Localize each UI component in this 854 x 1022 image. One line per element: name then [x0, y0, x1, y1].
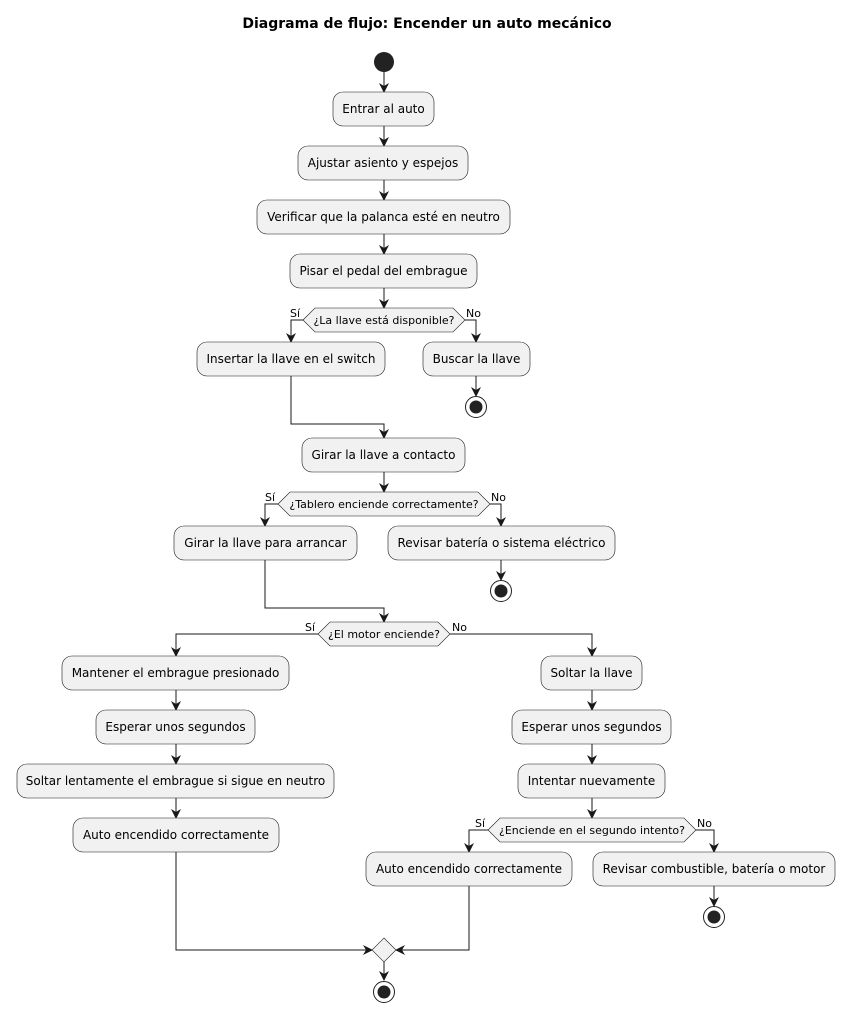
action-esperar-1: Esperar unos segundos [95, 709, 256, 745]
edges [171, 72, 719, 981]
action-verificar: Verificar que la palanca esté en neutro [256, 199, 511, 235]
action-intentar: Intentar nuevamente [517, 763, 666, 799]
action-auto-ok-1: Auto encendido correctamente [72, 817, 280, 853]
decision-motor: ¿El motor enciende? [317, 621, 451, 647]
decision-motor-label: ¿El motor enciende? [328, 628, 440, 641]
action-auto-ok-2-label: Auto encendido correctamente [376, 862, 562, 876]
edge-dllave-insertar [286, 319, 303, 343]
stop-node-2 [490, 580, 512, 602]
action-insertar-label: Insertar la llave en el switch [207, 352, 376, 366]
action-soltar-llave-label: Soltar la llave [550, 666, 632, 680]
action-entrar-label: Entrar al auto [342, 102, 424, 116]
action-girar-contacto: Girar la llave a contacto [301, 437, 466, 473]
action-girar-contacto-label: Girar la llave a contacto [312, 448, 456, 462]
edge-autook1-merge [175, 852, 373, 955]
decision-tablero: ¿Tablero enciende correctamente? [277, 491, 491, 517]
action-verificar-label: Verificar que la palanca esté en neutro [267, 210, 500, 224]
action-intentar-label: Intentar nuevamente [528, 774, 655, 788]
action-ajustar-label: Ajustar asiento y espejos [308, 156, 458, 170]
action-pisar: Pisar el pedal del embrague [289, 253, 478, 289]
end-node [373, 981, 395, 1003]
action-mantener-label: Mantener el embrague presionado [72, 666, 280, 680]
branch-yes-label-1: Sí [290, 307, 301, 320]
edge-dtablero-revisarbateria [490, 503, 506, 527]
action-revisar-bateria-label: Revisar batería o sistema eléctrico [397, 536, 605, 550]
action-esperar-2-label: Esperar unos segundos [521, 720, 661, 734]
edge-insertar-girarcontacto [290, 376, 389, 439]
action-soltar-embrague-label: Soltar lentamente el embrague si sigue e… [26, 774, 326, 788]
action-mantener: Mantener el embrague presionado [61, 655, 290, 691]
action-pisar-label: Pisar el pedal del embrague [299, 264, 467, 278]
action-soltar-llave: Soltar la llave [540, 655, 643, 691]
action-buscar: Buscar la llave [422, 341, 531, 377]
branch-yes-label-2: Sí [265, 491, 276, 504]
diagram-title: Diagrama de flujo: Encender un auto mecá… [242, 16, 612, 32]
decision-llave-label: ¿La llave está disponible? [313, 314, 454, 327]
action-entrar: Entrar al auto [332, 91, 435, 127]
action-insertar: Insertar la llave en el switch [196, 341, 386, 377]
merge-node [371, 937, 397, 963]
decision-tablero-label: ¿Tablero enciende correctamente? [289, 498, 478, 511]
action-auto-ok-1-label: Auto encendido correctamente [83, 828, 269, 842]
branch-yes-label-4: Sí [475, 817, 486, 830]
branch-no-label-1: No [466, 307, 481, 320]
action-girar-arrancar-label: Girar la llave para arrancar [184, 536, 346, 550]
action-buscar-label: Buscar la llave [433, 352, 521, 366]
decision-llave: ¿La llave está disponible? [302, 307, 466, 333]
edge-dllave-buscar [465, 319, 481, 343]
action-girar-arrancar: Girar la llave para arrancar [173, 525, 358, 561]
stop-node-1 [465, 396, 487, 418]
branch-no-label-3: No [452, 621, 467, 634]
edge-dmotor-mantener [171, 633, 318, 657]
edge-dsegundo-autook2 [464, 829, 488, 853]
action-auto-ok-2: Auto encendido correctamente [365, 851, 573, 887]
decision-segundo-label: ¿Enciende en el segundo intento? [499, 824, 685, 837]
edge-dmotor-soltarllave [450, 633, 597, 657]
stop-node-3 [703, 906, 725, 928]
action-revisar-bateria: Revisar batería o sistema eléctrico [387, 525, 616, 561]
branch-no-label-2: No [491, 491, 506, 504]
edge-dsegundo-revisarcomb [696, 829, 719, 853]
decision-segundo: ¿Enciende en el segundo intento? [487, 817, 697, 843]
start-node [374, 52, 394, 72]
action-revisar-combustible: Revisar combustible, batería o motor [592, 851, 836, 887]
branch-yes-label-3: Sí [305, 621, 316, 634]
edge-autook2-merge [395, 886, 470, 955]
action-soltar-embrague: Soltar lentamente el embrague si sigue e… [16, 763, 335, 799]
edge-dtablero-girararrancar [260, 503, 278, 527]
action-esperar-2: Esperar unos segundos [511, 709, 672, 745]
action-esperar-1-label: Esperar unos segundos [105, 720, 245, 734]
edge-girararrancar-dmotor [264, 560, 389, 623]
branch-no-label-4: No [697, 817, 712, 830]
action-revisar-combustible-label: Revisar combustible, batería o motor [603, 862, 826, 876]
action-ajustar: Ajustar asiento y espejos [297, 145, 469, 181]
